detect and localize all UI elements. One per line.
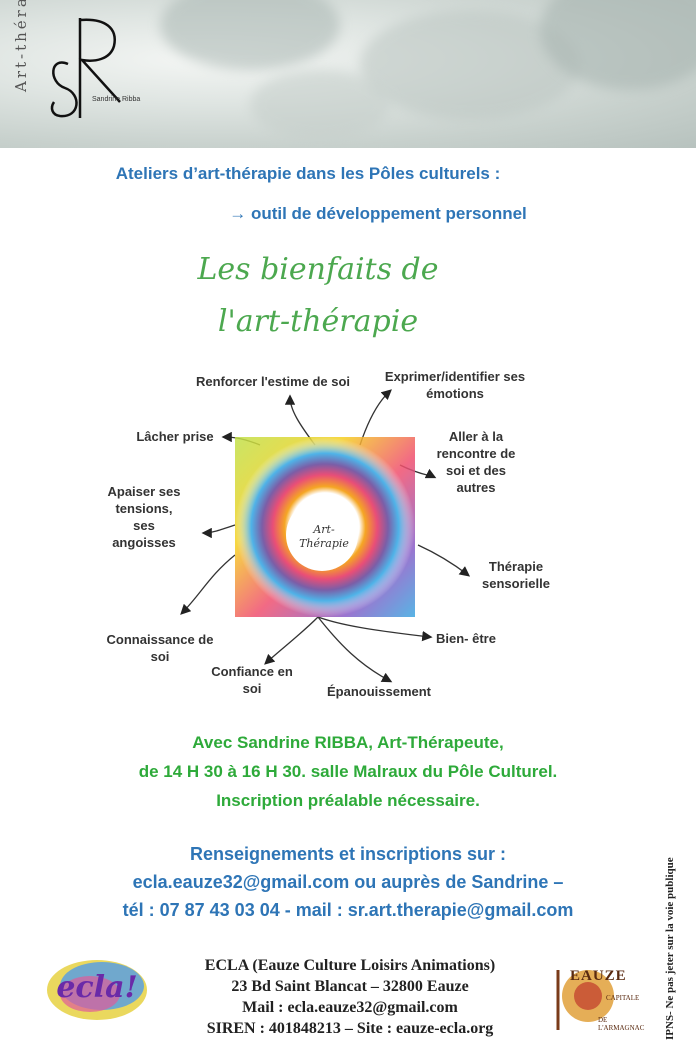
intro-line-1: Ateliers d’art-thérapie dans les Pôles c…: [115, 164, 501, 183]
footer-line-2: 23 Bd Saint Blancat – 32800 Eauze: [231, 978, 469, 995]
footer-address: ECLA (Eauze Culture Loisirs Animations) …: [160, 955, 540, 1039]
benefits-diagram: Art-Thérapie Renforcer l'estime de soi E…: [100, 355, 580, 710]
benefit-estime: Renforcer l'estime de soi: [195, 374, 351, 389]
monogram-icon: [50, 18, 121, 118]
contact-line-2: ecla.eauze32@gmail.com ou auprès de Sand…: [132, 872, 564, 892]
intro-line-2: → outil de développement personnel: [229, 204, 527, 223]
benefit-emotions: Exprimer/identifier ses émotions: [384, 369, 526, 401]
benefit-lacher-prise: Lâcher prise: [136, 429, 214, 444]
eauze-logo: EAUZE CAPITALE DE L'ARMAGNAC: [550, 950, 650, 1040]
brand-name: Sandrine Ribba: [92, 96, 141, 103]
footer-line-1: ECLA (Eauze Culture Loisirs Animations): [204, 957, 496, 974]
info-line-2: de 14 H 30 à 16 H 30. salle Malraux du P…: [138, 762, 558, 781]
benefit-rencontre: Aller à la rencontre de soi et des autre…: [436, 429, 516, 495]
eauze-logo-text: EAUZE: [570, 968, 627, 984]
benefit-confiance: Confiance en soi: [211, 664, 293, 696]
ecla-logo-icon: [47, 960, 147, 1020]
footer-line-3: Mail : ecla.eauze32@gmail.com: [242, 999, 458, 1016]
info-line-1: Avec Sandrine RIBBA, Art-Thérapeute,: [192, 733, 504, 752]
info-line-3: Inscription préalable nécessaire.: [216, 791, 480, 810]
benefit-bien-etre: Bien- être: [436, 631, 496, 646]
ipns-side-note: IPNS- Ne pas jeter sur la voie publique: [664, 857, 676, 1040]
header-banner: Art-thérapie Sandrine Ribba: [0, 0, 696, 148]
benefit-epanouissement: Épanouissement: [326, 684, 432, 699]
contact-line-1: Renseignements et inscriptions sur :: [189, 844, 507, 864]
brand-logo: Art-thérapie Sandrine Ribba: [10, 0, 150, 130]
eauze-logo-icon: [556, 970, 614, 1030]
diagram-center-label: Art-Thérapie: [299, 523, 349, 550]
brand-vertical-text: Art-thérapie: [12, 0, 30, 92]
footer-line-4: SIREN : 401848213 – Site : eauze-ecla.or…: [206, 1020, 494, 1037]
diagram-connectors: [180, 389, 471, 683]
benefit-apaiser: Apaiser ses tensions, ses angoisses: [107, 484, 181, 550]
title-line-1: Les bienfaits de: [197, 252, 439, 287]
ecla-logo: ecla!: [42, 952, 152, 1024]
contact-line-3: tél : 07 87 43 03 04 - mail : sr.art.the…: [122, 900, 574, 920]
ecla-logo-text: ecla!: [56, 970, 138, 1005]
benefit-sensorielle: Thérapie sensorielle: [482, 559, 550, 591]
eauze-logo-sub2: DE L'ARMAGNAC: [598, 1016, 645, 1032]
title-line-2: l'art-thérapie: [217, 304, 419, 339]
eauze-logo-sub1: CAPITALE: [606, 994, 640, 1002]
benefit-connaissance: Connaissance de soi: [106, 632, 214, 664]
